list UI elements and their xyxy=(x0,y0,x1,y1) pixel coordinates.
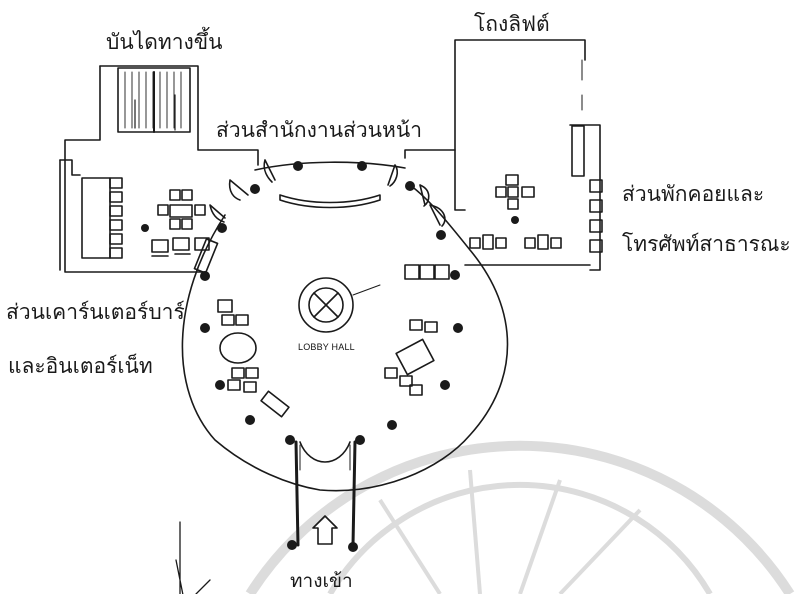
ground-sketch xyxy=(175,521,211,594)
waiting-area-walls xyxy=(464,179,603,266)
bar-counter-block xyxy=(59,159,123,271)
watermark xyxy=(245,440,795,594)
front-counter xyxy=(279,194,381,209)
lift-lobby-block xyxy=(404,39,601,271)
label-stairs-up: บันไดทางขึ้น xyxy=(106,30,223,54)
doors xyxy=(209,159,446,227)
entrance-corridor xyxy=(294,440,357,547)
label-waiting-phone-line2: โทรศัพท์สาธารณะ xyxy=(622,232,791,256)
entrance-arrow xyxy=(312,515,338,545)
stair-block xyxy=(64,65,259,273)
columns xyxy=(141,161,519,552)
waiting-seating xyxy=(384,174,562,396)
label-waiting-phone-line1: ส่วนพักคอยและ xyxy=(622,182,765,206)
label-entrance: ทางเข้า xyxy=(290,570,353,592)
label-bar-internet-line1: ส่วนเคาร์นเตอร์บาร์ xyxy=(6,300,185,324)
label-lobby-hall: LOBBY HALL xyxy=(298,342,355,352)
bar-seating xyxy=(151,189,290,418)
label-front-office: ส่วนสำนักงานส่วนหน้า xyxy=(216,118,423,142)
lobby-hall-table xyxy=(298,277,381,333)
label-bar-internet-line2: และอินเตอร์เน็ท xyxy=(8,354,153,378)
label-lift-lobby: โถงลิฟต์ xyxy=(474,12,550,36)
